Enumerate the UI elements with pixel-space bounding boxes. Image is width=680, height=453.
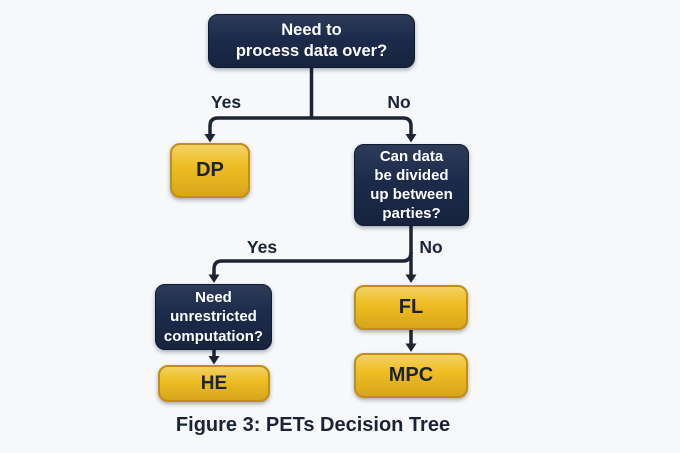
edge-level1-rail <box>208 116 413 135</box>
node-need-unrestricted-question: Need unrestricted computation? <box>155 284 272 350</box>
arrowhead-to-he <box>208 356 220 365</box>
node-dp: DP <box>170 143 250 198</box>
node-fl: FL <box>354 285 468 330</box>
edge-level2-elbow <box>212 251 413 276</box>
node-he: HE <box>158 365 270 402</box>
edge-label-root-no: No <box>387 92 411 112</box>
edge-label-divide-yes: Yes <box>246 237 278 257</box>
arrowhead-to-mpc <box>405 343 417 352</box>
figure-caption: Figure 3: PETs Decision Tree <box>175 414 451 436</box>
arrowhead-to-need-unrestricted <box>208 274 220 283</box>
arrowhead-to-fl <box>405 274 417 283</box>
node-mpc: MPC <box>354 353 468 398</box>
edge-label-divide-no: No <box>419 237 443 257</box>
arrowhead-to-dp <box>204 134 216 143</box>
edge-label-root-yes: Yes <box>210 92 242 112</box>
node-can-divide-question: Can data be divided up between parties? <box>354 144 469 226</box>
node-root-question: Need to process data over? <box>208 14 415 68</box>
arrowhead-to-can-divide <box>405 134 417 143</box>
